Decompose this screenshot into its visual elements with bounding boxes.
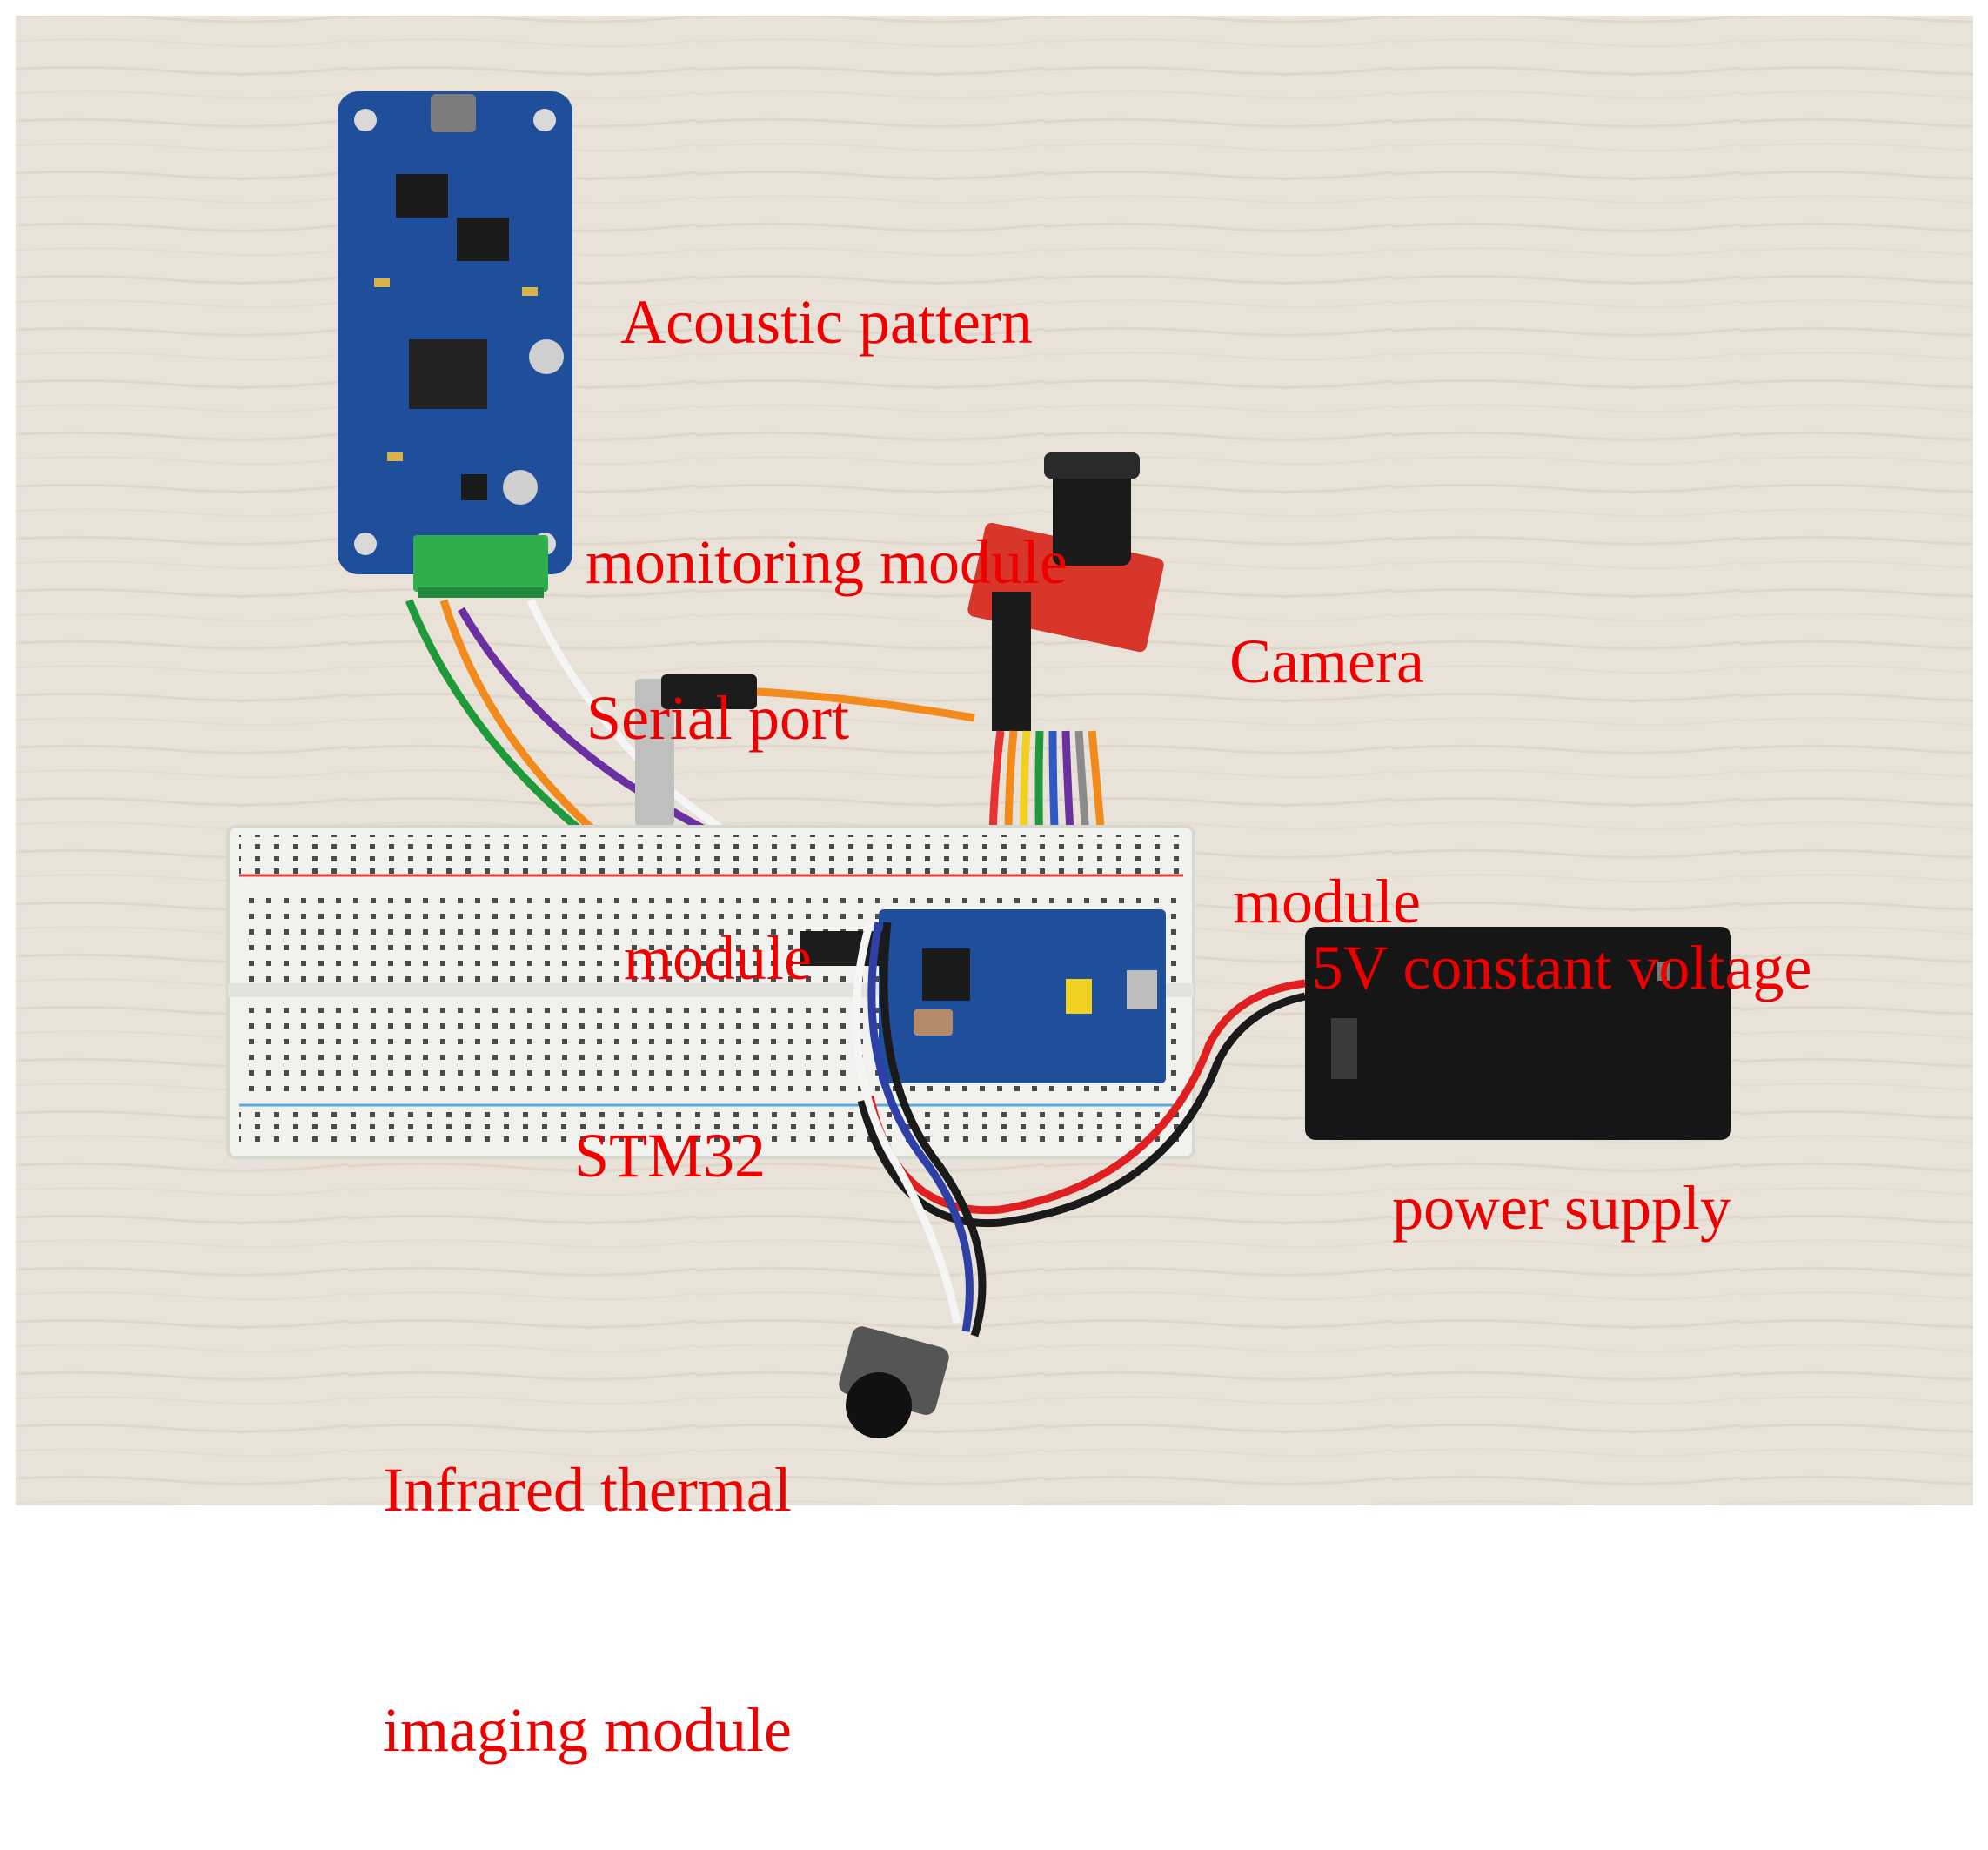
stm32-label: STM32 [557, 955, 783, 1276]
hardware-photo [16, 16, 1973, 1505]
power-label-line-2: power supply [1392, 1173, 1731, 1243]
infrared-module-label: Infrared thermal imaging module [344, 1290, 831, 1850]
camera-module [967, 452, 1164, 731]
photo-scene: Acoustic pattern monitoring module Seria… [16, 16, 1973, 1765]
acoustic-module-label: Acoustic pattern monitoring module [557, 122, 1096, 682]
acoustic-module-board [338, 91, 572, 574]
camera-module-label: Camera module [1196, 461, 1457, 1022]
stm32-board [800, 909, 1166, 1083]
serial-label-line-2: module [624, 923, 812, 993]
acoustic-label-line-1: Acoustic pattern [620, 287, 1033, 357]
stm32-label-text: STM32 [573, 1121, 766, 1190]
camera-label-line-1: Camera [1229, 627, 1424, 696]
infrared-label-line-2: imaging module [383, 1695, 792, 1765]
serial-label-line-1: Serial port [586, 683, 849, 753]
power-label-line-1: 5V constant voltage [1311, 933, 1812, 1002]
serial-port-label: Serial port module [557, 518, 879, 1078]
battery-box [1305, 927, 1731, 1140]
serial-port-adapter [635, 679, 674, 827]
terminal-block [413, 535, 548, 592]
infrared-label-line-1: Infrared thermal [383, 1455, 792, 1525]
infrared-sensor [839, 1326, 949, 1438]
camera-label-line-2: module [1233, 867, 1421, 936]
acoustic-label-line-2: monitoring module [586, 527, 1068, 597]
power-supply-label: 5V constant voltage power supply [1266, 767, 1857, 1328]
